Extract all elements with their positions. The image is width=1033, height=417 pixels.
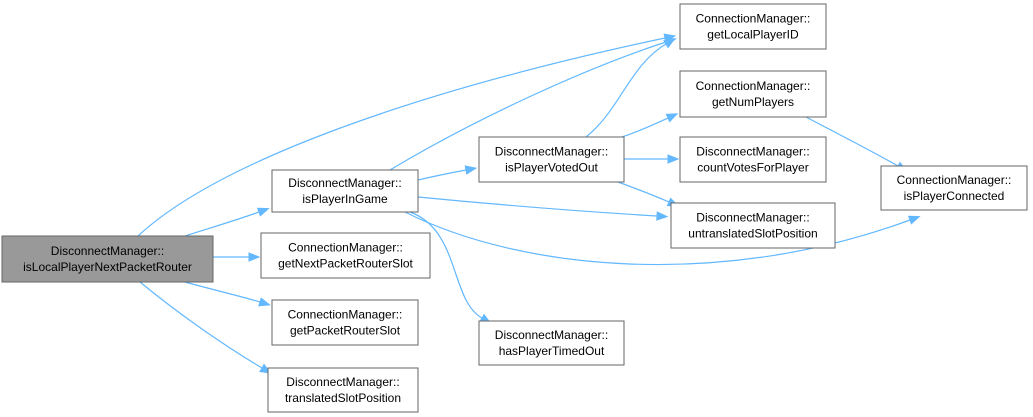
node-method-label: isPlayerInGame [302, 192, 388, 206]
node-numplayers[interactable]: ConnectionManager::getNumPlayers [679, 70, 827, 118]
node-translated[interactable]: DisconnectManager::translatedSlotPositio… [267, 367, 419, 413]
arrow-head-icon [258, 297, 271, 307]
arrow-head-icon [665, 113, 679, 123]
node-localid[interactable]: ConnectionManager::getLocalPlayerID [679, 3, 827, 50]
node-nextslot[interactable]: ConnectionManager::getNextPacketRouterSl… [260, 232, 431, 279]
node-method-label: getLocalPlayerID [707, 28, 799, 42]
node-method-label: translatedSlotPosition [285, 391, 401, 405]
node-box [1, 235, 214, 283]
arrow-head-icon [248, 252, 261, 262]
node-votedout[interactable]: DisconnectManager::isPlayerVotedOut [478, 136, 625, 183]
arrow-head-icon [667, 154, 680, 164]
edge-line [417, 169, 467, 181]
node-method-label: isLocalPlayerNextPacketRouter [23, 260, 192, 274]
node-class-label: DisconnectManager:: [696, 211, 809, 225]
node-class-label: ConnectionManager:: [288, 241, 403, 255]
node-class-label: DisconnectManager:: [288, 176, 401, 190]
node-box [478, 136, 625, 183]
node-box [267, 367, 419, 413]
edge-votedout-to-untranslated [617, 181, 680, 207]
edge-line [617, 181, 670, 203]
edge-line [585, 43, 667, 138]
node-method-label: getNumPlayers [712, 95, 794, 109]
node-class-label: ConnectionManager:: [288, 308, 403, 322]
edge-votedout-to-numplayers [621, 113, 679, 138]
node-method-label: countVotesForPlayer [697, 161, 808, 175]
node-connected[interactable]: ConnectionManager::isPlayerConnected [880, 165, 1028, 211]
node-box [271, 169, 419, 213]
arrow-head-icon [907, 215, 921, 225]
node-box [271, 299, 419, 346]
node-slot[interactable]: ConnectionManager::getPacketRouterSlot [271, 299, 419, 346]
edge-line [137, 37, 666, 237]
edges-layer [137, 33, 921, 374]
edge-line [805, 116, 899, 167]
edge-line [409, 211, 483, 319]
node-box [260, 232, 431, 279]
node-class-label: ConnectionManager:: [897, 173, 1012, 187]
edge-root-to-ingame [184, 207, 270, 237]
node-class-label: DisconnectManager:: [495, 328, 608, 342]
edge-ingame-to-untranslated [417, 196, 669, 221]
arrow-head-icon [256, 207, 270, 217]
node-method-label: isPlayerConnected [904, 189, 1005, 203]
node-class-label: DisconnectManager:: [495, 145, 608, 159]
edge-line [184, 281, 261, 303]
node-class-label: DisconnectManager:: [51, 244, 164, 258]
edge-votedout-to-countvotes [624, 154, 680, 164]
node-method-label: untranslatedSlotPosition [688, 227, 817, 241]
node-method-label: hasPlayerTimedOut [499, 344, 605, 358]
edge-line [621, 117, 669, 138]
node-class-label: ConnectionManager:: [696, 12, 811, 26]
edge-votedout-to-localid [585, 38, 676, 138]
edge-line [389, 41, 667, 171]
edge-root-to-nextslot [213, 252, 261, 262]
arrow-head-icon [663, 38, 676, 49]
node-ingame[interactable]: DisconnectManager::isPlayerInGame [271, 169, 419, 213]
edge-ingame-to-votedout [417, 165, 478, 181]
node-class-label: ConnectionManager:: [696, 79, 811, 93]
edge-ingame-to-connected [404, 211, 921, 266]
node-method-label: isPlayerVotedOut [505, 161, 598, 175]
arrow-head-icon [464, 165, 478, 175]
node-box [679, 70, 827, 118]
node-untranslated[interactable]: DisconnectManager::untranslatedSlotPosit… [670, 202, 836, 249]
node-box [880, 165, 1028, 211]
node-class-label: DisconnectManager:: [286, 375, 399, 389]
nodes-layer: DisconnectManager::isLocalPlayerNextPack… [1, 3, 1028, 413]
node-box [670, 202, 836, 249]
edge-root-to-translated [139, 281, 272, 374]
node-method-label: getPacketRouterSlot [290, 324, 401, 338]
node-class-label: DisconnectManager:: [696, 145, 809, 159]
node-countvotes[interactable]: DisconnectManager::countVotesForPlayer [679, 136, 827, 183]
node-timedout[interactable]: DisconnectManager::hasPlayerTimedOut [478, 320, 625, 366]
node-box [679, 136, 827, 183]
edge-root-to-slot [184, 281, 271, 307]
node-box [478, 320, 625, 366]
edge-line [417, 196, 658, 217]
node-root[interactable]: DisconnectManager::isLocalPlayerNextPack… [1, 235, 214, 283]
arrow-head-icon [656, 211, 669, 221]
edge-line [184, 211, 260, 237]
edge-line [139, 281, 263, 369]
node-method-label: getNextPacketRouterSlot [278, 257, 413, 271]
node-box [679, 3, 827, 50]
